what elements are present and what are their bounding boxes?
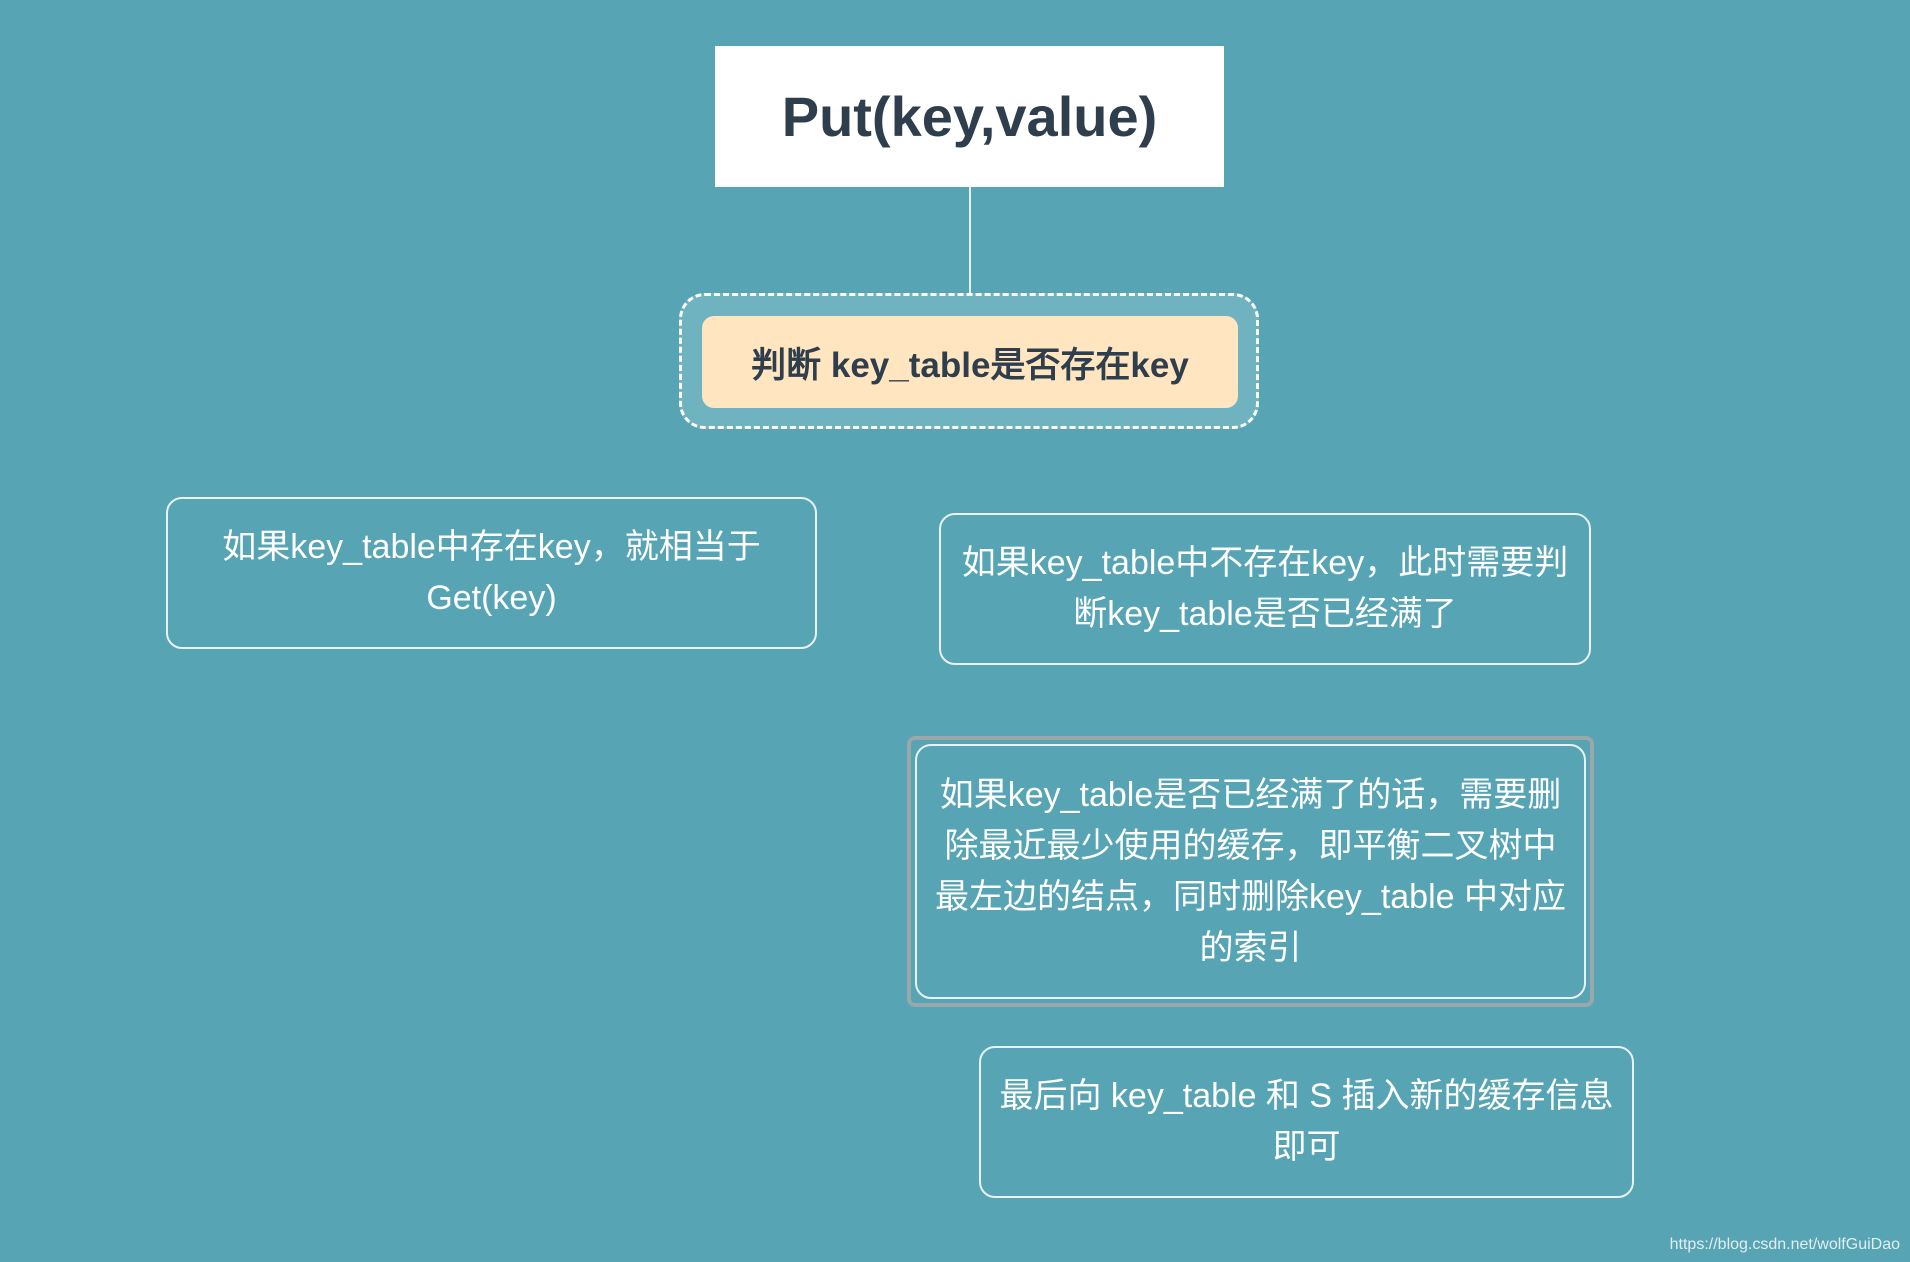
branch-key-not-exists-label: 如果key_table中不存在key，此时需要判断key_table是否已经满了 xyxy=(961,544,1569,633)
evict-node-selection-outline xyxy=(907,736,1594,1007)
decision-node-label: 判断 key_table是否存在key xyxy=(751,345,1189,385)
root-to-decision-connector xyxy=(969,187,971,295)
decision-node[interactable]: 判断 key_table是否存在key xyxy=(702,316,1238,408)
watermark-text: https://blog.csdn.net/wolfGuiDao xyxy=(1669,1236,1900,1253)
branch-key-not-exists-node[interactable]: 如果key_table中不存在key，此时需要判断key_table是否已经满了 xyxy=(939,513,1591,665)
branch-key-exists-label: 如果key_table中存在key，就相当于Get(key) xyxy=(222,528,761,617)
insert-step-node[interactable]: 最后向 key_table 和 S 插入新的缓存信息即可 xyxy=(979,1046,1634,1198)
root-node[interactable]: Put(key,value) xyxy=(715,46,1224,187)
branch-key-exists-node[interactable]: 如果key_table中存在key，就相当于Get(key) xyxy=(166,497,817,649)
evict-step-node[interactable]: 如果key_table是否已经满了的话，需要删除最近最少使用的缓存，即平衡二叉树… xyxy=(915,744,1586,999)
root-node-label: Put(key,value) xyxy=(781,85,1158,148)
evict-step-label: 如果key_table是否已经满了的话，需要删除最近最少使用的缓存，即平衡二叉树… xyxy=(935,775,1566,967)
insert-step-label: 最后向 key_table 和 S 插入新的缓存信息即可 xyxy=(999,1077,1614,1166)
